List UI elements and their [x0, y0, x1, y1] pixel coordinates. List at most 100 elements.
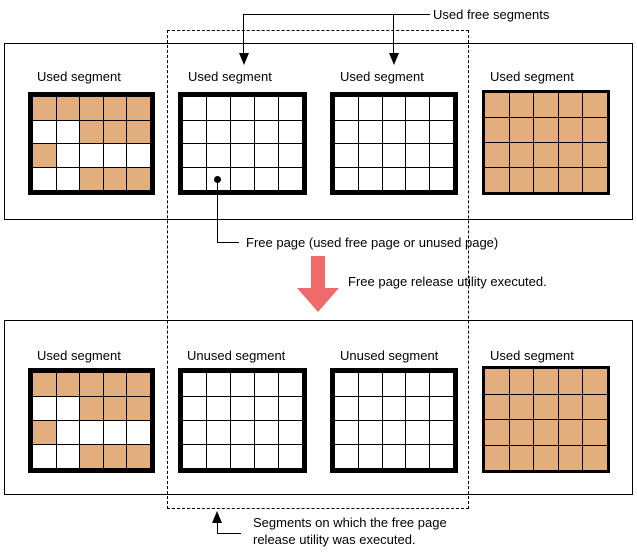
free-page-cell	[56, 144, 80, 167]
free-page-cell	[207, 373, 230, 396]
used-page-cell	[509, 168, 534, 192]
free-page-cell	[279, 445, 302, 468]
down-arrow-icon	[239, 53, 249, 65]
free-page-cell	[430, 167, 453, 190]
segment-label: Used segment	[490, 69, 574, 84]
used-page-cell	[583, 420, 607, 445]
used-page-cell	[509, 93, 534, 117]
used-page-cell	[583, 118, 607, 142]
free-page-cell	[231, 167, 254, 190]
free-page-cell	[255, 373, 278, 396]
free-page-cell	[382, 120, 406, 143]
free-page-cell	[430, 445, 453, 468]
segments-executed-leader-line	[217, 522, 218, 534]
free-page-cell	[103, 421, 127, 444]
used-page-cell	[558, 93, 583, 117]
used-page-cell	[80, 120, 103, 143]
used-page-cell	[127, 445, 150, 468]
used-page-cell	[485, 143, 509, 167]
free-page-cell	[358, 120, 382, 143]
free-segments-dashed-region	[167, 30, 469, 509]
free-page-cell	[183, 421, 206, 444]
utility-executed-label: Free page release utility executed.	[348, 274, 547, 289]
used-page-cell	[80, 97, 103, 120]
used-page-cell	[33, 97, 56, 120]
used-page-cell	[534, 369, 558, 394]
bottom-memory-box	[4, 320, 633, 495]
free-page-cell	[33, 167, 56, 190]
used-page-cell	[534, 93, 558, 117]
free-page-cell	[358, 97, 382, 120]
segment-label: Used segment	[188, 69, 272, 84]
release-arrow-icon	[297, 288, 339, 312]
free-page-cell	[430, 144, 453, 167]
segments-executed-label-line1: Segments on which the free page	[253, 515, 447, 530]
used-free-segments-label: Used free segments	[433, 7, 550, 22]
used-page-cell	[485, 369, 509, 394]
free-page-cell	[183, 167, 206, 190]
used-page-cell	[509, 143, 534, 167]
used-page-cell	[558, 369, 583, 394]
used-page-cell	[558, 420, 583, 445]
free-page-cell	[406, 445, 430, 468]
free-page-cell	[183, 97, 206, 120]
segment-grid	[178, 92, 307, 195]
free-page-cell	[207, 97, 230, 120]
free-page-cell	[231, 373, 254, 396]
segment-label: Used segment	[490, 348, 574, 363]
segments-executed-leader-line	[217, 533, 241, 534]
free-page-cell	[430, 120, 453, 143]
free-page-cell	[358, 373, 382, 396]
used-page-cell	[583, 93, 607, 117]
segments-executed-label-line2: release utility was executed.	[253, 532, 416, 547]
used-page-cell	[583, 143, 607, 167]
free-page-cell	[382, 397, 406, 420]
segment-label: Used segment	[37, 69, 121, 84]
free-page-cell	[335, 373, 358, 396]
used-page-cell	[127, 373, 150, 396]
free-page-cell	[279, 421, 302, 444]
used-page-cell	[485, 93, 509, 117]
used-page-cell	[509, 118, 534, 142]
segment-grid	[28, 92, 155, 195]
used-page-cell	[80, 445, 103, 468]
segment-grid	[178, 368, 307, 473]
free-page-cell	[358, 167, 382, 190]
free-page-cell	[231, 421, 254, 444]
free-page-cell	[279, 97, 302, 120]
free-page-cell	[56, 120, 80, 143]
free-page-cell	[127, 144, 150, 167]
free-page-cell	[56, 445, 80, 468]
free-page-cell	[231, 97, 254, 120]
free-page-cell	[56, 397, 80, 420]
used-page-cell	[534, 394, 558, 419]
free-page-cell	[103, 144, 127, 167]
segment-label: Used segment	[37, 348, 121, 363]
used-page-cell	[103, 445, 127, 468]
free-page-cell	[183, 120, 206, 143]
free-page-cell	[33, 445, 56, 468]
used-page-cell	[127, 97, 150, 120]
used-free-segments-drop-line-2	[393, 14, 394, 54]
free-page-cell	[127, 421, 150, 444]
free-page-cell	[207, 120, 230, 143]
free-page-cell	[80, 144, 103, 167]
free-page-cell	[382, 144, 406, 167]
free-page-cell	[406, 120, 430, 143]
free-page-leader-line	[217, 242, 239, 243]
release-arrow-icon	[311, 256, 325, 289]
free-page-cell	[382, 97, 406, 120]
segment-grid	[482, 366, 610, 473]
segment-grid	[28, 368, 155, 473]
used-page-cell	[127, 120, 150, 143]
up-arrow-icon	[212, 511, 222, 523]
used-page-cell	[534, 168, 558, 192]
free-page-cell	[335, 421, 358, 444]
free-page-cell	[255, 167, 278, 190]
used-page-cell	[558, 118, 583, 142]
free-page-cell	[430, 97, 453, 120]
used-free-segments-leader-line	[243, 14, 430, 15]
free-page-cell	[33, 397, 56, 420]
segment-grid	[330, 368, 458, 473]
free-page-cell	[279, 120, 302, 143]
